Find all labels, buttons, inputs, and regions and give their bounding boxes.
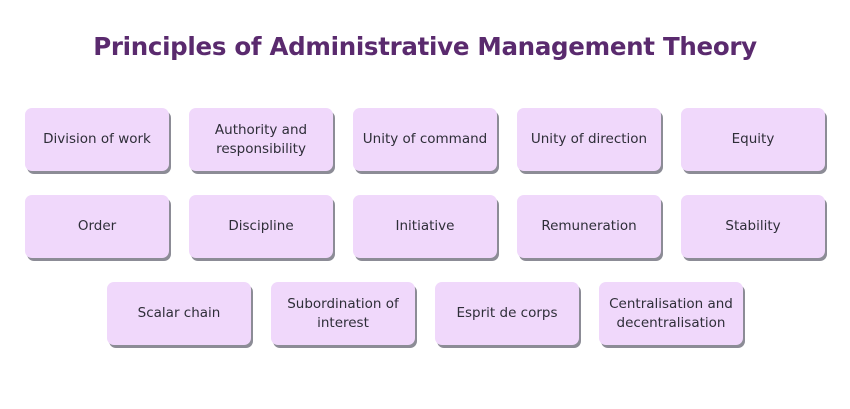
principles-row-2: Order Discipline Initiative Remuneration… — [0, 195, 850, 258]
principle-box-stability: Stability — [681, 195, 825, 258]
principle-box-equity: Equity — [681, 108, 825, 171]
principle-box-subordination-of-interest: Subordination of interest — [271, 282, 415, 345]
diagram-title: Principles of Administrative Management … — [93, 32, 757, 61]
principle-box-unity-of-direction: Unity of direction — [517, 108, 661, 171]
principle-box-initiative: Initiative — [353, 195, 497, 258]
principle-box-esprit-de-corps: Esprit de corps — [435, 282, 579, 345]
principle-box-centralisation-and-decentralisation: Centralisation and decentralisation — [599, 282, 743, 345]
principle-box-scalar-chain: Scalar chain — [107, 282, 251, 345]
principle-box-order: Order — [25, 195, 169, 258]
principles-row-3: Scalar chain Subordination of interest E… — [0, 282, 850, 345]
principles-row-1: Division of work Authority and responsib… — [0, 108, 850, 171]
principle-box-remuneration: Remuneration — [517, 195, 661, 258]
principle-box-discipline: Discipline — [189, 195, 333, 258]
principle-box-unity-of-command: Unity of command — [353, 108, 497, 171]
principle-box-authority-and-responsibility: Authority and responsibility — [189, 108, 333, 171]
principle-box-division-of-work: Division of work — [25, 108, 169, 171]
